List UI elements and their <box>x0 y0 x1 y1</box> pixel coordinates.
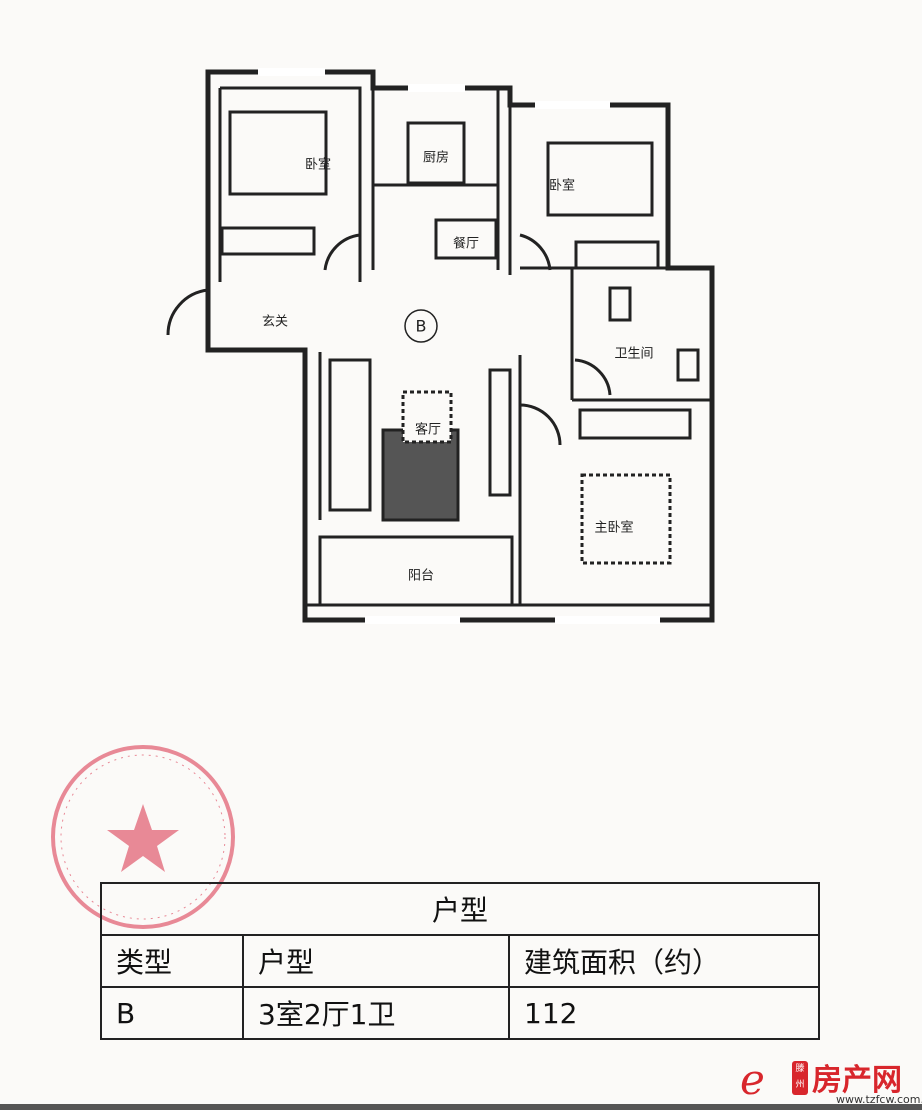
bed-right <box>546 141 654 217</box>
cell-type: B <box>100 986 244 1040</box>
room-label-bedroom-left: 卧室 <box>304 157 332 173</box>
room-label-living: 客厅 <box>414 418 442 438</box>
site-logo: e 滕州 房产网 www.tzfcw.com.cn <box>740 1055 922 1110</box>
room-label-dining: 餐厅 <box>452 236 480 252</box>
unit-mark: B <box>415 316 427 336</box>
bottom-edge <box>0 1104 922 1110</box>
tv-cabinet <box>488 368 512 497</box>
inner-walls <box>218 86 712 607</box>
room-label-bathroom: 卫生间 <box>614 346 654 362</box>
bed-left <box>228 110 328 196</box>
sink <box>676 348 700 382</box>
room-label-bedroom-right: 卧室 <box>548 178 576 194</box>
table-title: 户型 <box>100 882 820 936</box>
wardrobe-master <box>578 408 692 440</box>
unit-info-table: 户型 类型 户型 建筑面积（约） B 3室2厅1卫 112 <box>100 882 820 1040</box>
table-row: B 3室2厅1卫 112 <box>100 986 820 1040</box>
floor-plan <box>166 68 715 624</box>
logo-region: 滕州 <box>792 1061 808 1095</box>
door-master <box>519 403 562 446</box>
toilet <box>608 286 632 322</box>
door-bed-right <box>519 233 552 271</box>
kitchen-counter <box>406 121 466 185</box>
door-bed-left <box>323 233 361 271</box>
master-bed <box>580 473 672 565</box>
wardrobe-right <box>574 240 660 270</box>
star-icon <box>107 804 179 872</box>
door-entry <box>166 288 209 336</box>
rug <box>381 428 460 522</box>
header-area: 建筑面积（约） <box>508 934 820 988</box>
logo-brand: 房产网 <box>812 1063 902 1098</box>
room-label-kitchen: 厨房 <box>422 150 450 166</box>
room-label-master-bedroom: 主卧室 <box>594 520 634 536</box>
header-layout: 户型 <box>242 934 510 988</box>
logo-url: www.tzfcw.com.cn <box>836 1093 922 1106</box>
room-label-balcony: 阳台 <box>407 568 435 584</box>
room-label-entrance: 玄关 <box>261 314 289 330</box>
table-header-row: 类型 户型 建筑面积（约） <box>100 934 820 988</box>
cell-layout: 3室2厅1卫 <box>242 986 510 1040</box>
cell-area: 112 <box>508 986 820 1040</box>
unit-mark-circle <box>404 309 438 343</box>
sofa <box>328 358 372 512</box>
door-bath <box>574 358 612 396</box>
wardrobe-left <box>220 226 316 256</box>
dining-table <box>434 218 498 260</box>
header-type: 类型 <box>100 934 244 988</box>
logo-e-mark: e <box>740 1055 765 1104</box>
